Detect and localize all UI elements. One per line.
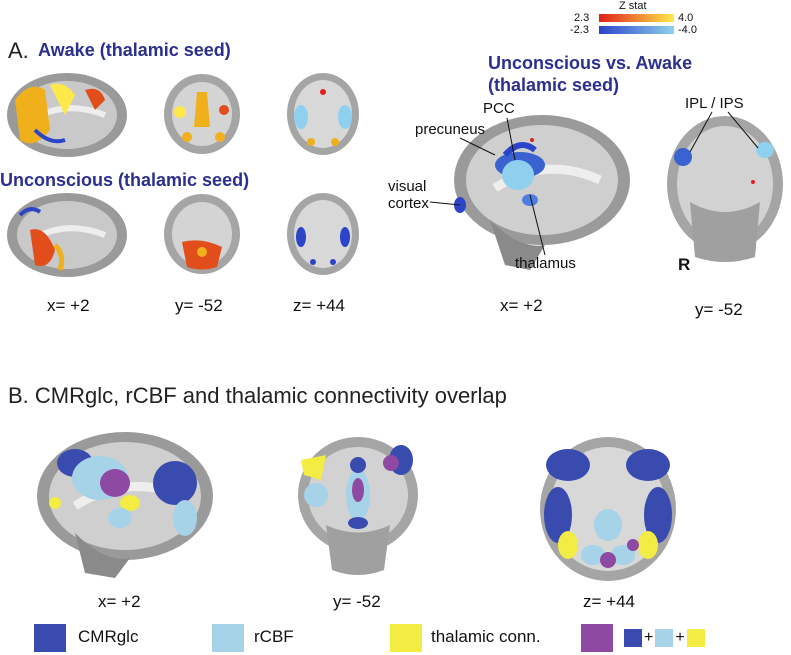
awake-sagittal-image [7, 73, 127, 157]
legend-label-rcbf: rCBF [254, 627, 294, 646]
anno-visual: visual [388, 178, 427, 195]
colorbar-neg-max: -4.0 [678, 24, 697, 36]
colorbar-pos-max: 4.0 [678, 12, 694, 24]
coord-contrast-x: x= +2 [500, 296, 543, 315]
legend-swatch-overlap [581, 624, 613, 652]
awake-axial-image [287, 73, 359, 155]
anno-ipl-ips: IPL / IPS [685, 95, 744, 112]
anno-thalamus: thalamus [515, 255, 576, 272]
panel-a-label: A. [8, 38, 29, 63]
panel-b-letter: B. [8, 383, 29, 408]
anno-cortex: cortex [388, 195, 429, 212]
panel-b-title: CMRglc, rCBF and thalamic connectivity o… [34, 383, 507, 408]
overlap-sagittal-image [37, 432, 213, 578]
unconscious-coronal-image [164, 194, 240, 274]
legend-label-thalamic: thalamic conn. [431, 627, 541, 646]
coord-a-x: x= +2 [47, 296, 90, 315]
legend-swatch-thalamic [390, 624, 422, 652]
colorbar: Z stat 2.3 4.0 -2.3 -4.0 [570, 0, 704, 40]
colorbar-pos-min: 2.3 [574, 12, 590, 24]
contrast-coronal-image [667, 116, 783, 262]
overlap-axial-image [540, 437, 676, 581]
awake-title: Awake (thalamic seed) [38, 40, 231, 60]
awake-coronal-image [164, 74, 240, 154]
coord-b-x: x= +2 [98, 592, 141, 611]
unconscious-title: Unconscious (thalamic seed) [0, 170, 250, 190]
unconscious-sagittal-image [7, 193, 127, 277]
coord-a-z: z= +44 [293, 296, 345, 315]
anno-precuneus: precuneus [415, 121, 486, 138]
contrast-sagittal-image [454, 115, 630, 270]
unconscious-axial-image [287, 193, 359, 275]
contrast-title-line2: (thalamic seed) [488, 75, 620, 95]
coord-a-y: y= -52 [175, 296, 223, 315]
legend-swatch-cmrglc [34, 624, 66, 652]
legend-combo: + + [624, 627, 705, 649]
combo-plus-2: + [675, 629, 685, 646]
anno-pcc: PCC [483, 100, 515, 117]
coord-b-z: z= +44 [583, 592, 635, 611]
coord-contrast-y: y= -52 [695, 300, 743, 319]
colorbar-neg-bar [599, 26, 674, 34]
coord-b-y: y= -52 [333, 592, 381, 611]
combo-swatch-rcbf [655, 629, 674, 647]
colorbar-neg-min: -2.3 [570, 24, 589, 36]
contrast-title-line1: Unconscious vs. Awake [488, 53, 693, 73]
colorbar-pos-bar [599, 14, 674, 22]
combo-plus-1: + [644, 629, 654, 646]
panel-b-label: B. CMRglc, rCBF and thalamic connectivit… [8, 383, 507, 409]
colorbar-title: Z stat [619, 0, 647, 12]
overlap-coronal-image [298, 437, 418, 575]
combo-swatch-thalamic [686, 629, 705, 647]
orientation-marker: R [678, 255, 691, 274]
legend-swatch-rcbf [212, 624, 244, 652]
contrast-title: Unconscious vs. Awake (thalamic seed) [488, 52, 692, 96]
legend-label-cmrglc: CMRglc [78, 627, 139, 646]
combo-swatch-cmrglc [624, 629, 642, 647]
